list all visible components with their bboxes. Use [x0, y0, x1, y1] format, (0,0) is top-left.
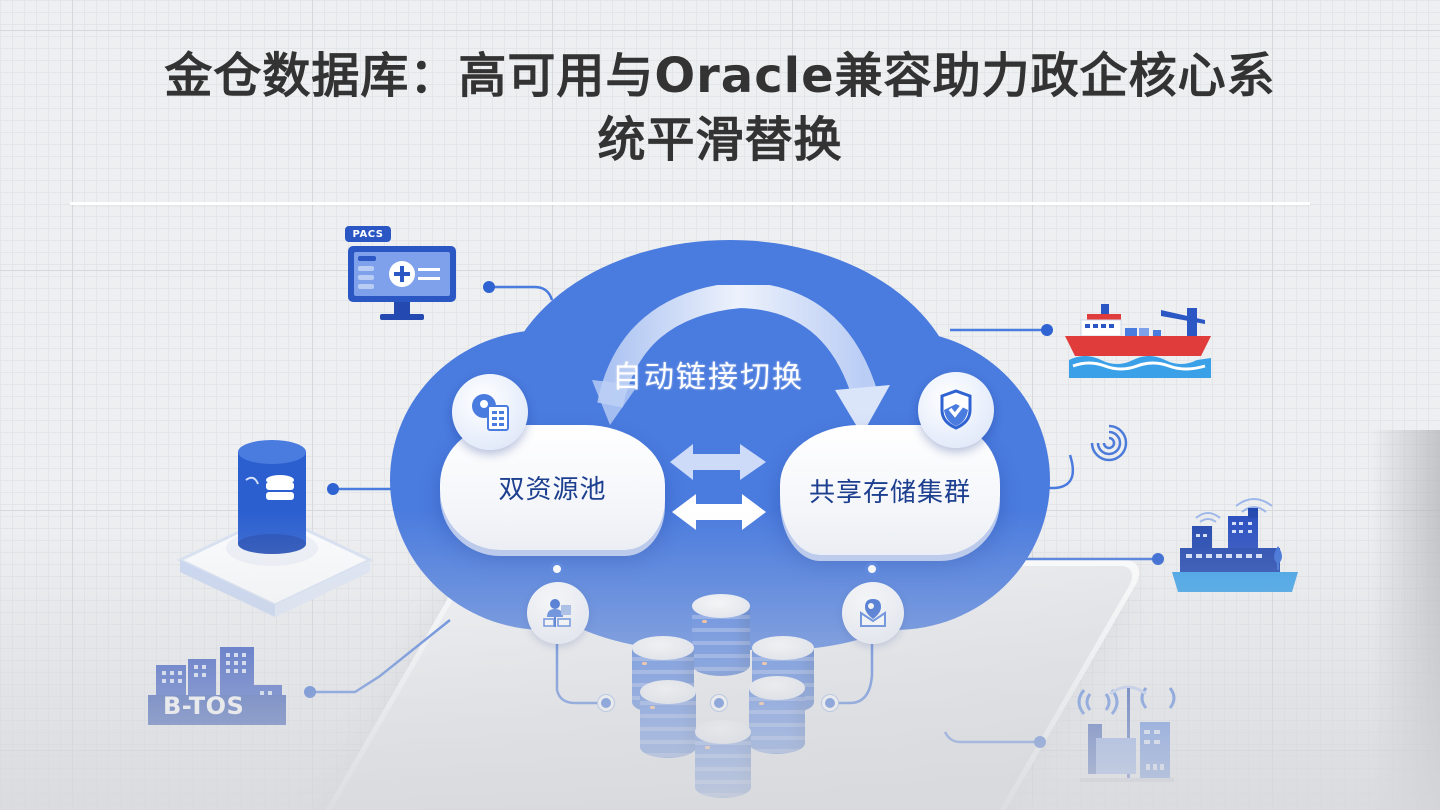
shared-storage-cluster-label: 共享存储集群	[808, 477, 971, 508]
server-doc-icon	[452, 374, 528, 450]
bidirectional-arrow-icon	[670, 444, 766, 530]
database-server-icon	[176, 440, 374, 617]
telecom-tower-icon	[1077, 685, 1176, 782]
title-line-2: 统平滑替换	[597, 112, 843, 168]
dual-resource-pool-label: 双资源池	[498, 475, 607, 505]
shield-check-icon	[918, 372, 994, 448]
btos-label: B-TOS	[163, 692, 245, 720]
medical-monitor-icon	[348, 246, 456, 320]
user-workstation-icon	[527, 582, 589, 644]
pacs-tag: PACS	[345, 226, 391, 242]
fingerprint-icon	[1090, 424, 1128, 462]
title-divider	[70, 202, 1310, 205]
location-mail-icon	[842, 582, 904, 644]
failover-arc-arrow-icon	[592, 285, 890, 435]
smart-port-city-icon	[1172, 498, 1298, 592]
auto-switch-label: 自动链接切换	[612, 360, 804, 395]
connector-dot	[822, 695, 838, 711]
database-cylinder-icon	[640, 680, 696, 764]
title-line-1: 金仓数据库：高可用与Oracle兼容助力政企核心系	[164, 48, 1276, 104]
database-cylinder-icon	[692, 594, 750, 678]
database-cylinder-icon	[749, 676, 805, 760]
connector-ring	[865, 562, 879, 576]
connector-ring	[550, 562, 564, 576]
cargo-ship-icon	[1065, 304, 1211, 378]
database-cylinder-icon	[695, 720, 751, 804]
page-title: 金仓数据库：高可用与Oracle兼容助力政企核心系 统平滑替换	[100, 44, 1340, 172]
connector-dot	[598, 695, 614, 711]
connector-dot	[711, 695, 727, 711]
